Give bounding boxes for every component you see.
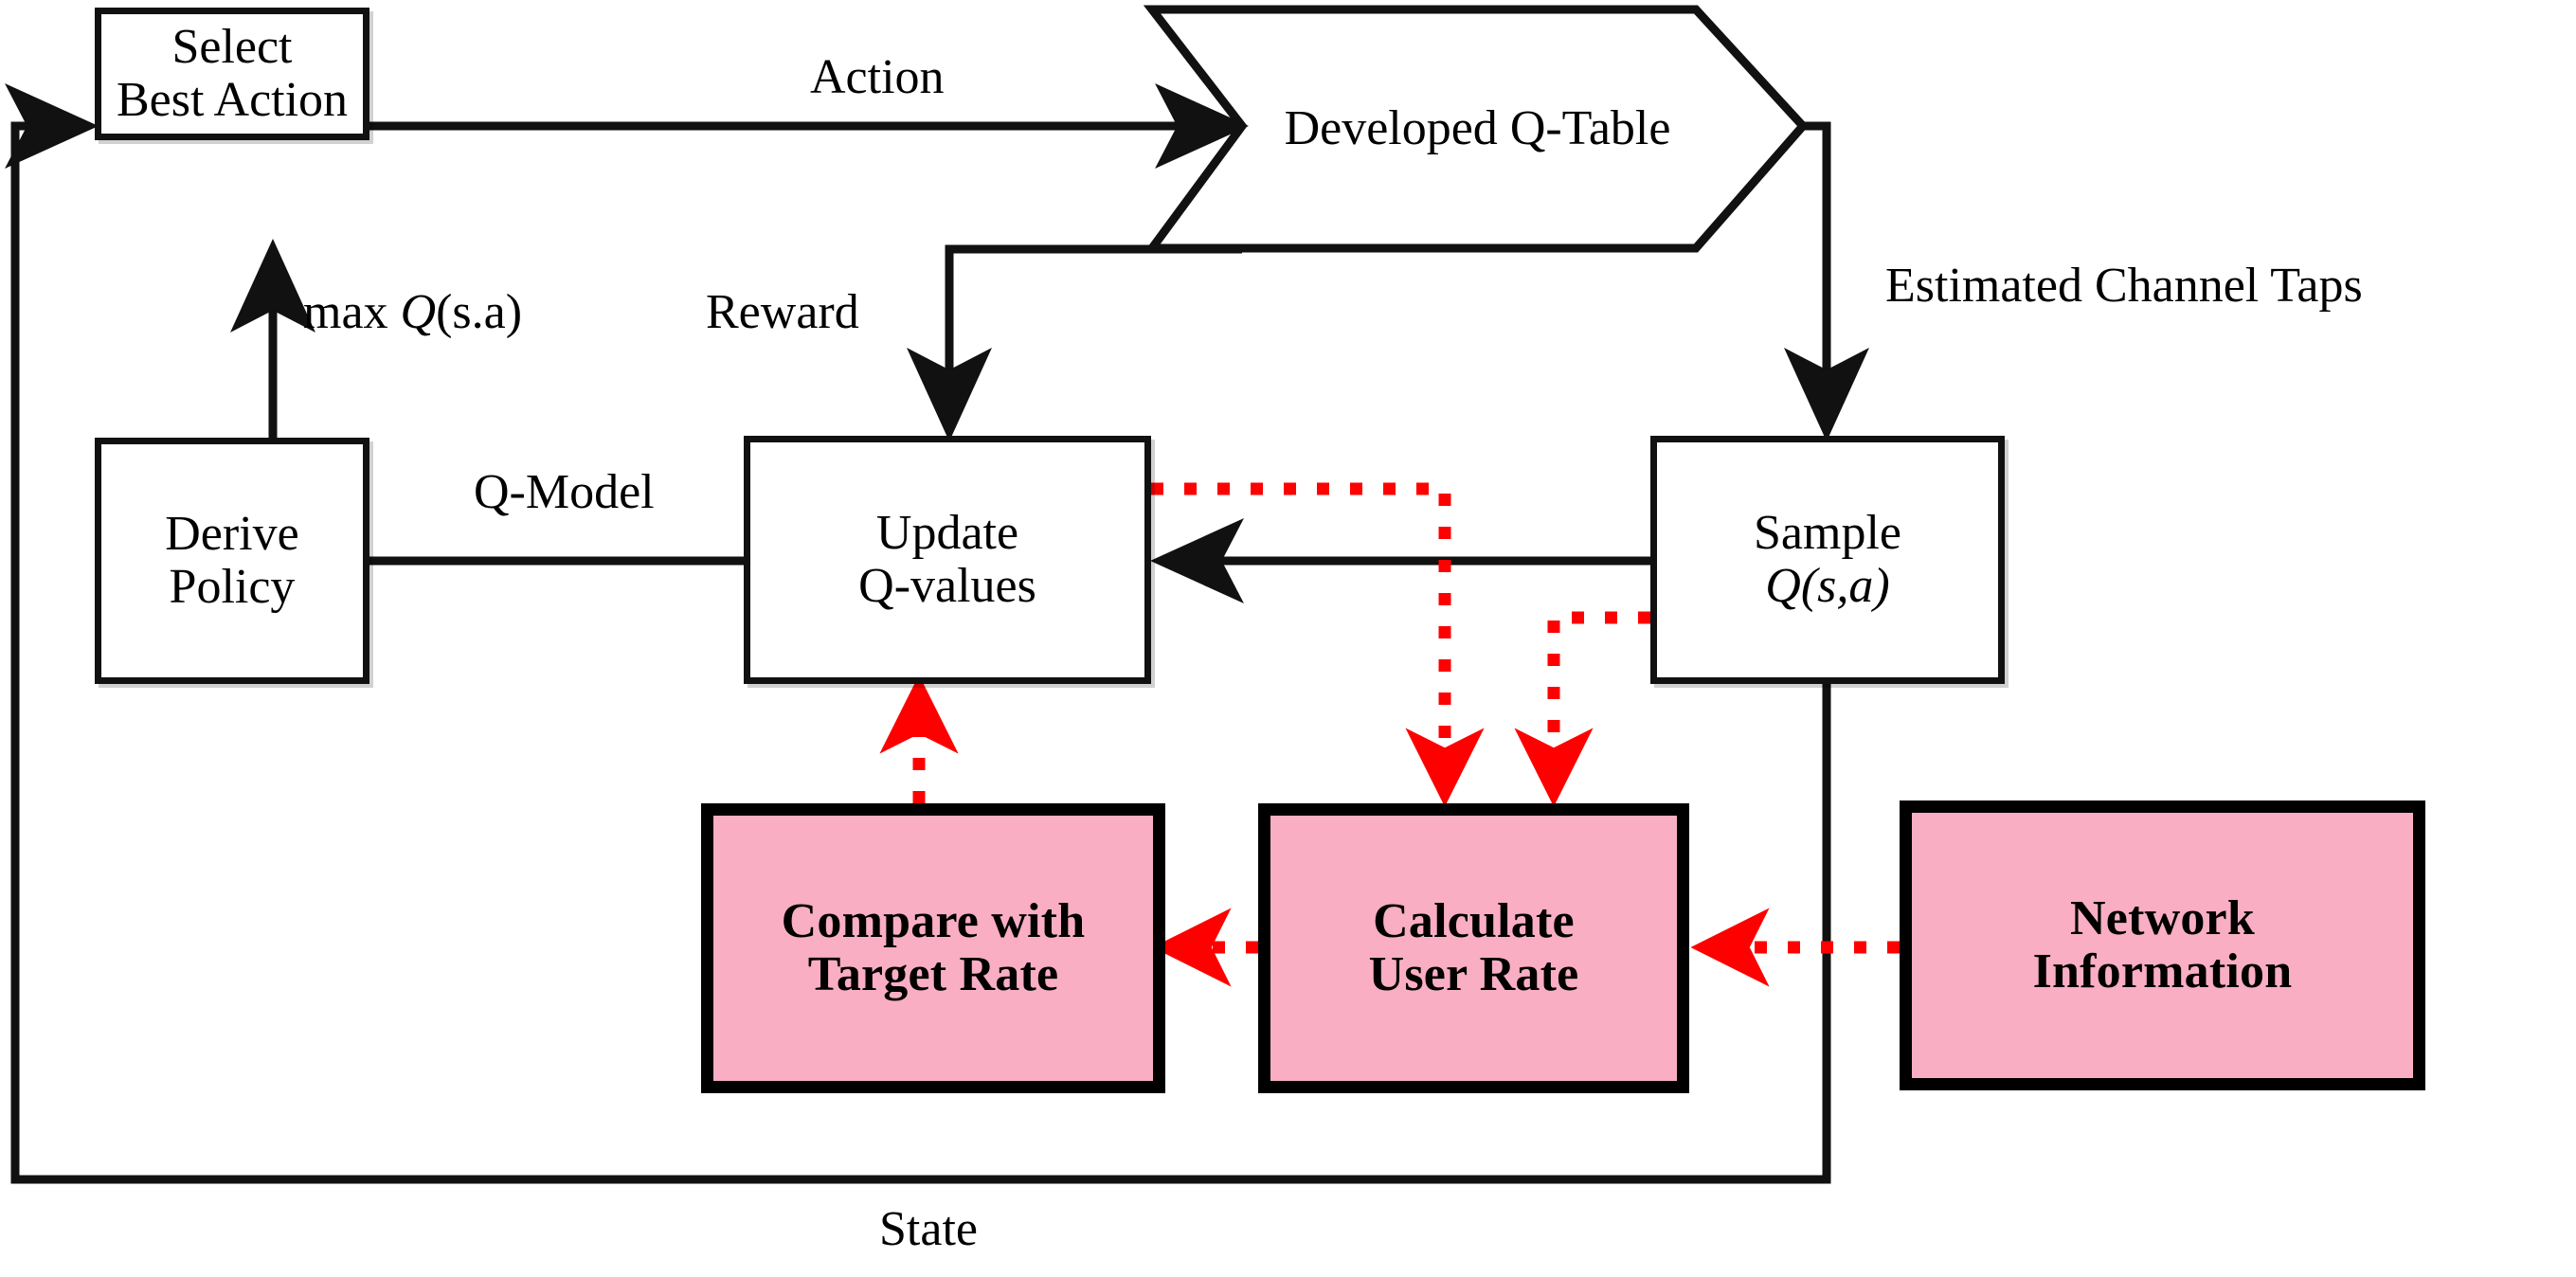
- node-compare-target-rate-line2: Target Rate: [807, 947, 1059, 1001]
- node-calculate-user-rate[interactable]: Calculate User Rate: [1258, 803, 1689, 1093]
- node-derive-policy-line2: Policy: [169, 560, 296, 614]
- node-sample-q-s-a[interactable]: Sample Q(s,a): [1650, 436, 2005, 684]
- node-select-best-action-line1: Select: [171, 19, 293, 74]
- node-calculate-user-rate-line2: User Rate: [1368, 947, 1579, 1001]
- edge-label-state: State: [879, 1202, 978, 1256]
- node-sample-q-s-a-line2: Q(s,a): [1765, 559, 1890, 613]
- edge-sample-to-calculate-dotted: [1514, 611, 1650, 807]
- edge-label-max-q-prefix: max: [303, 285, 401, 339]
- node-network-information-line1: Network: [2070, 890, 2255, 945]
- edge-label-q-model: Q-Model: [474, 465, 655, 519]
- node-select-best-action[interactable]: Select Best Action: [95, 8, 369, 140]
- edge-update-to-calculate-dotted: [1151, 482, 1485, 807]
- node-network-information[interactable]: Network Information: [1900, 800, 2425, 1090]
- edge-label-max-q-suffix: (s.a): [436, 285, 523, 339]
- edge-label-max-q: max Q(s.a): [303, 284, 522, 340]
- node-derive-policy-line1: Derive: [165, 506, 299, 561]
- node-compare-target-rate-line1: Compare with: [781, 893, 1086, 948]
- hexagon-shape: [1143, 5, 1810, 253]
- node-calculate-user-rate-line1: Calculate: [1373, 893, 1575, 948]
- edge-label-action: Action: [810, 50, 945, 104]
- node-sample-q-s-a-line1: Sample: [1754, 505, 1901, 560]
- edge-reward: [907, 244, 1242, 441]
- node-compare-target-rate[interactable]: Compare with Target Rate: [701, 803, 1165, 1093]
- edge-label-reward: Reward: [706, 285, 859, 339]
- node-network-information-line2: Information: [2032, 944, 2293, 998]
- node-update-q-values-line2: Q-values: [858, 559, 1036, 613]
- node-update-q-values-line1: Update: [875, 505, 1019, 560]
- edge-label-estimated-channel-taps: Estimated Channel Taps: [1885, 259, 2363, 313]
- node-select-best-action-line2: Best Action: [116, 73, 349, 127]
- edge-label-max-q-symbol: Q: [400, 285, 437, 339]
- edge-estimated-channel-taps: [1784, 121, 1869, 441]
- edge-state: [5, 83, 1831, 1184]
- node-derive-policy[interactable]: Derive Policy: [95, 438, 369, 684]
- node-update-q-values[interactable]: Update Q-values: [744, 436, 1151, 684]
